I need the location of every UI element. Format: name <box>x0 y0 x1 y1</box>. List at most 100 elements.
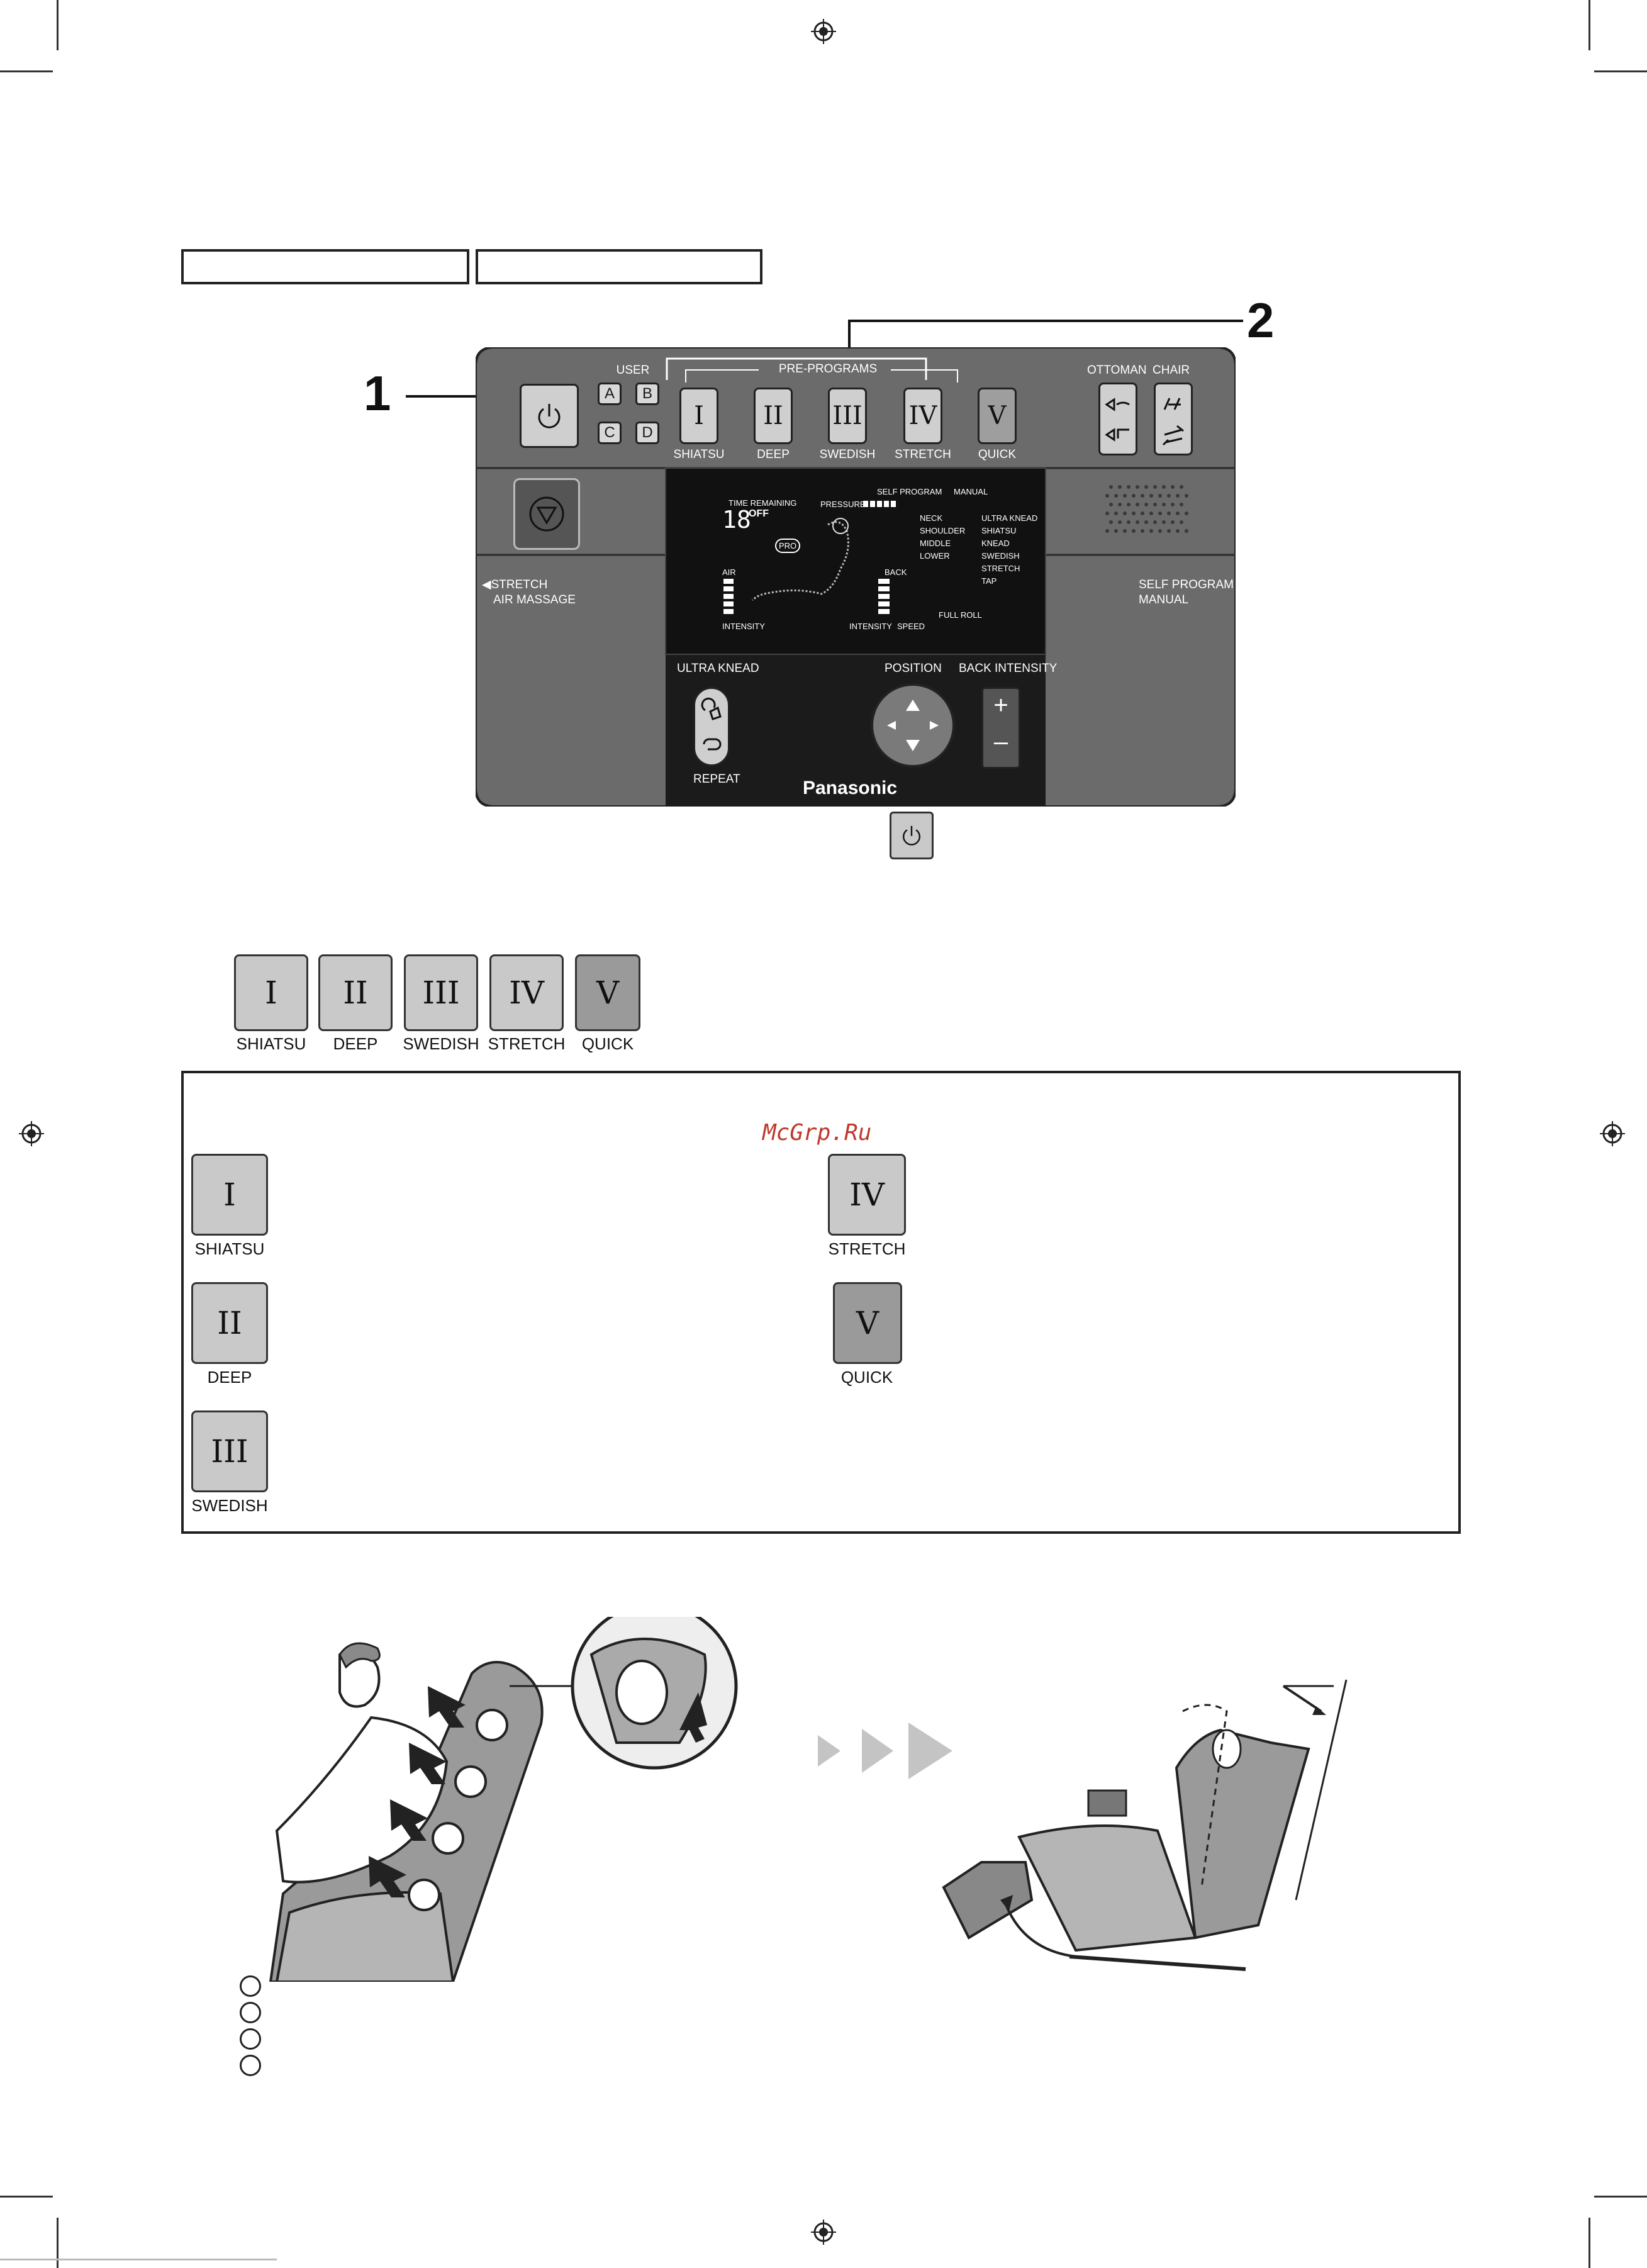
lcd-tech-tap: TAP <box>981 576 997 586</box>
program-button-2[interactable]: II <box>318 954 393 1031</box>
callout-1: 1 <box>364 366 391 421</box>
next-arrows-icon <box>818 1723 952 1779</box>
registration-mark-icon <box>811 19 836 44</box>
crop-mark <box>57 2218 59 2268</box>
ultra-knead-button[interactable] <box>693 687 730 766</box>
box-program-button-2[interactable]: II <box>191 1282 268 1364</box>
massage-roller-illustration <box>269 1617 780 1982</box>
program-button-5[interactable]: V <box>978 388 1017 444</box>
program-description-box <box>181 1071 1461 1534</box>
preprograms-bracket <box>685 369 958 383</box>
stretch-label: STRETCH <box>491 578 548 591</box>
program-caption: QUICK <box>581 1034 634 1053</box>
lcd-pro-badge: PRO <box>775 539 801 553</box>
lcd-full-roll: FULL ROLL <box>939 610 982 620</box>
crop-mark <box>0 2196 53 2198</box>
lcd-body-figure <box>751 518 849 601</box>
back-intensity-control[interactable]: + – <box>981 687 1020 769</box>
manual-label: MANUAL <box>1139 593 1189 606</box>
position-pad[interactable] <box>871 683 955 768</box>
program-caption: STRETCH <box>488 1034 566 1053</box>
self-program-label: SELF PROGRAM <box>1139 578 1234 591</box>
registration-mark-icon <box>811 2220 836 2245</box>
back-intensity-label: BACK INTENSITY <box>959 662 1058 675</box>
stop-icon <box>529 496 564 532</box>
chair-button[interactable] <box>1154 383 1193 455</box>
callout-2-leader <box>848 320 1243 352</box>
knead-icon <box>701 697 722 751</box>
ottoman-icon <box>1105 398 1130 442</box>
lcd-speed: SPEED <box>897 622 925 631</box>
repeat-label: REPEAT <box>693 773 740 786</box>
program-button-4[interactable]: IV <box>903 388 942 444</box>
box-program-caption: DEEP <box>207 1368 252 1387</box>
lcd-back: BACK <box>885 567 907 577</box>
box-program-caption: SHIATSU <box>194 1239 265 1258</box>
lcd-area-lower: LOWER <box>920 551 950 561</box>
watermark: McGrp.Ru <box>762 1120 872 1146</box>
program-button-2[interactable]: II <box>754 388 793 444</box>
user-label: USER <box>616 364 650 377</box>
program-button-3[interactable]: III <box>404 954 478 1031</box>
ottoman-button[interactable] <box>1098 383 1137 455</box>
box-program-button-3[interactable]: III <box>191 1411 268 1492</box>
user-button-b[interactable]: B <box>635 383 659 405</box>
user-button-d[interactable]: D <box>635 422 659 444</box>
program-caption: SHIATSU <box>236 1034 306 1053</box>
legend-circle <box>240 1975 261 1997</box>
callout-2-bracket <box>666 357 927 380</box>
callout-2: 2 <box>1247 293 1275 348</box>
lcd-manual: MANUAL <box>954 487 988 496</box>
stop-button[interactable] <box>513 478 580 550</box>
minus-button[interactable]: – <box>993 728 1008 756</box>
crop-mark <box>1588 0 1590 50</box>
program-caption: QUICK <box>978 448 1017 461</box>
preprograms-label: PRE-PROGRAMS <box>778 362 878 376</box>
program-button-1[interactable]: I <box>234 954 308 1031</box>
lcd-air-bar <box>723 579 734 617</box>
program-caption: SHIATSU <box>673 448 725 461</box>
lcd-self-program: SELF PROGRAM <box>877 487 942 496</box>
program-button-4[interactable]: IV <box>489 954 564 1031</box>
registration-mark-icon <box>1600 1121 1625 1146</box>
legend-circle <box>240 2055 261 2076</box>
lcd-tech-knead: KNEAD <box>981 539 1010 548</box>
plus-button[interactable]: + <box>993 691 1008 719</box>
user-button-c[interactable]: C <box>598 422 622 444</box>
chair-label: CHAIR <box>1153 364 1190 377</box>
lcd-intensity-right: INTENSITY <box>849 622 892 631</box>
program-button-1[interactable]: I <box>679 388 718 444</box>
reclining-chair-illustration <box>942 1679 1348 1971</box>
lcd-off: OFF <box>749 508 769 519</box>
lcd-tech-swedish: SWEDISH <box>981 551 1020 561</box>
crop-mark <box>0 70 53 72</box>
lcd-back-bar <box>878 579 890 617</box>
brand-logo: Panasonic <box>803 778 898 798</box>
left-side-label[interactable]: ◀STRETCH AIR MASSAGE <box>482 578 576 608</box>
program-button-3[interactable]: III <box>828 388 867 444</box>
lcd-area-neck: NECK <box>920 513 943 523</box>
lcd-tech-shiatsu: SHIATSU <box>981 526 1017 535</box>
box-program-caption: SWEDISH <box>191 1496 268 1515</box>
play-arrow-icon: ◀ <box>482 578 491 591</box>
header-box-left <box>181 249 469 284</box>
lcd-area-shoulder: SHOULDER <box>920 526 966 535</box>
right-side-label[interactable]: SELF PROGRAM ▶ MANUAL <box>1139 578 1246 608</box>
power-button-small[interactable] <box>890 812 934 859</box>
legend-circle <box>240 2002 261 2023</box>
crop-mark <box>57 0 59 50</box>
user-button-a[interactable]: A <box>598 383 622 405</box>
ultra-knead-label: ULTRA KNEAD <box>677 662 759 675</box>
lcd-intensity-left: INTENSITY <box>722 622 765 631</box>
bottom-strip <box>0 2259 277 2260</box>
callout-1-leader <box>406 395 525 398</box>
lcd-air: AIR <box>722 567 736 577</box>
box-program-button-5[interactable]: V <box>833 1282 902 1364</box>
program-button-5[interactable]: V <box>575 954 640 1031</box>
power-button[interactable] <box>520 384 579 448</box>
ottoman-label: OTTOMAN <box>1087 364 1147 377</box>
box-program-button-1[interactable]: I <box>191 1154 268 1236</box>
crop-mark <box>1588 2218 1590 2268</box>
box-program-button-4[interactable]: IV <box>828 1154 906 1236</box>
registration-mark-icon <box>19 1121 44 1146</box>
